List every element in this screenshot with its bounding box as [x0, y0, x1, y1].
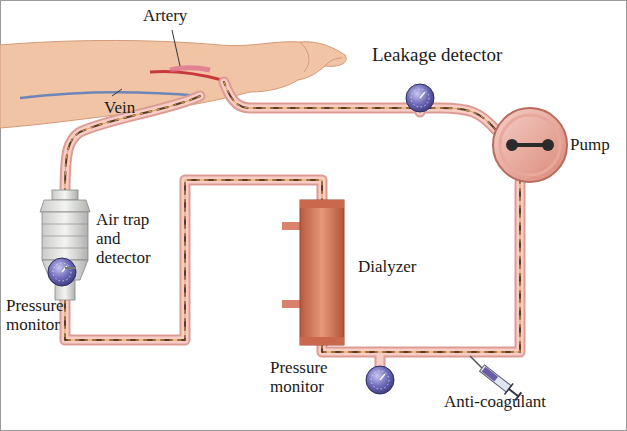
- part-label: Pump: [570, 135, 622, 154]
- part-label: Dialyzer: [358, 257, 448, 276]
- part-label: Pressure monitor: [6, 296, 96, 334]
- part-label: Air trap and detector: [96, 210, 174, 267]
- part-label: Vein: [104, 98, 164, 117]
- part-label: Anti-coagulant: [444, 392, 584, 411]
- part-label: Artery: [143, 6, 223, 25]
- part-label: Pressure monitor: [270, 358, 360, 396]
- part-label: Leakage detector: [372, 44, 572, 65]
